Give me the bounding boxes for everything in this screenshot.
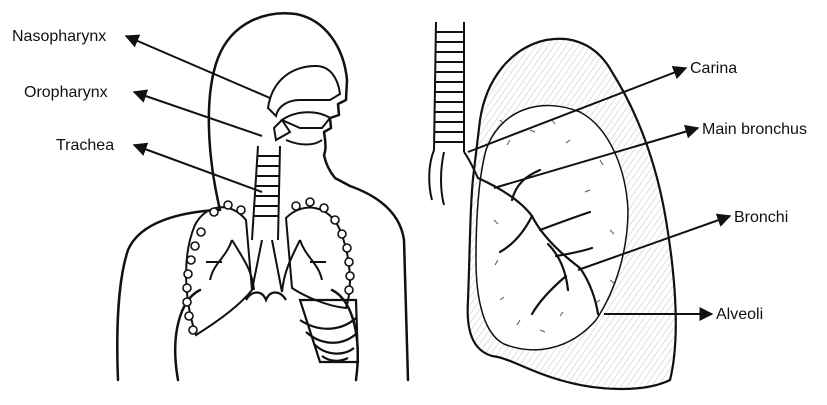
trachea-tube xyxy=(252,146,280,240)
alveoli-beads xyxy=(183,198,354,334)
label-oropharynx: Oropharynx xyxy=(24,84,108,102)
label-carina: Carina xyxy=(690,60,737,78)
lungs-outline xyxy=(186,207,350,335)
oropharynx-arrow xyxy=(134,92,262,136)
diaphragm-ribs xyxy=(246,293,358,363)
label-alveoli: Alveoli xyxy=(716,306,763,324)
nasopharynx-arrow xyxy=(126,36,270,98)
label-main-bronchus: Main bronchus xyxy=(702,121,807,139)
trachea-arrow xyxy=(134,145,262,192)
upper-trachea xyxy=(429,22,478,205)
lung-lobe xyxy=(468,39,676,389)
label-bronchi: Bronchi xyxy=(734,209,788,227)
nasal-oral-cavity xyxy=(268,66,340,145)
label-nasopharynx: Nasopharynx xyxy=(12,28,106,46)
label-trachea: Trachea xyxy=(56,137,114,155)
